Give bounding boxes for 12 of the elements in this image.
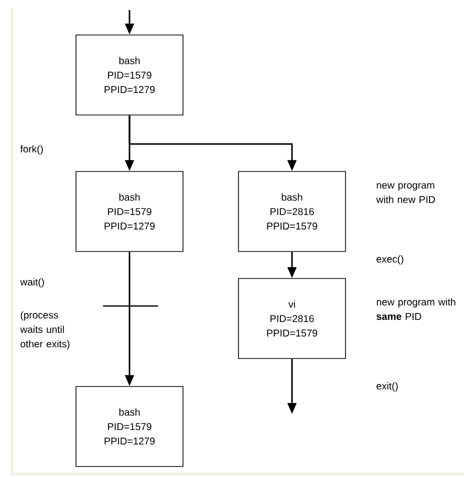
note-text: wait() [20, 278, 44, 288]
process-box: vi PID=2816 PPID=1579 [238, 278, 346, 359]
note-text: new program with same PID [376, 298, 456, 320]
process-box: bash PID=1579 PPID=1279 [76, 34, 184, 116]
process-box: bash PID=1579 PPID=1279 [76, 386, 184, 467]
note-text: fork() [20, 145, 43, 154]
note-text: exit() [376, 382, 398, 392]
process-box: bash PID=1579 PPID=1279 [76, 171, 184, 252]
note-text: (process waits until other exits) [20, 311, 70, 350]
note-text: new program with new PID [376, 183, 435, 204]
note-text: exec() [376, 255, 404, 264]
process-box: bash PID=2816 PPID=1579 [238, 171, 346, 252]
